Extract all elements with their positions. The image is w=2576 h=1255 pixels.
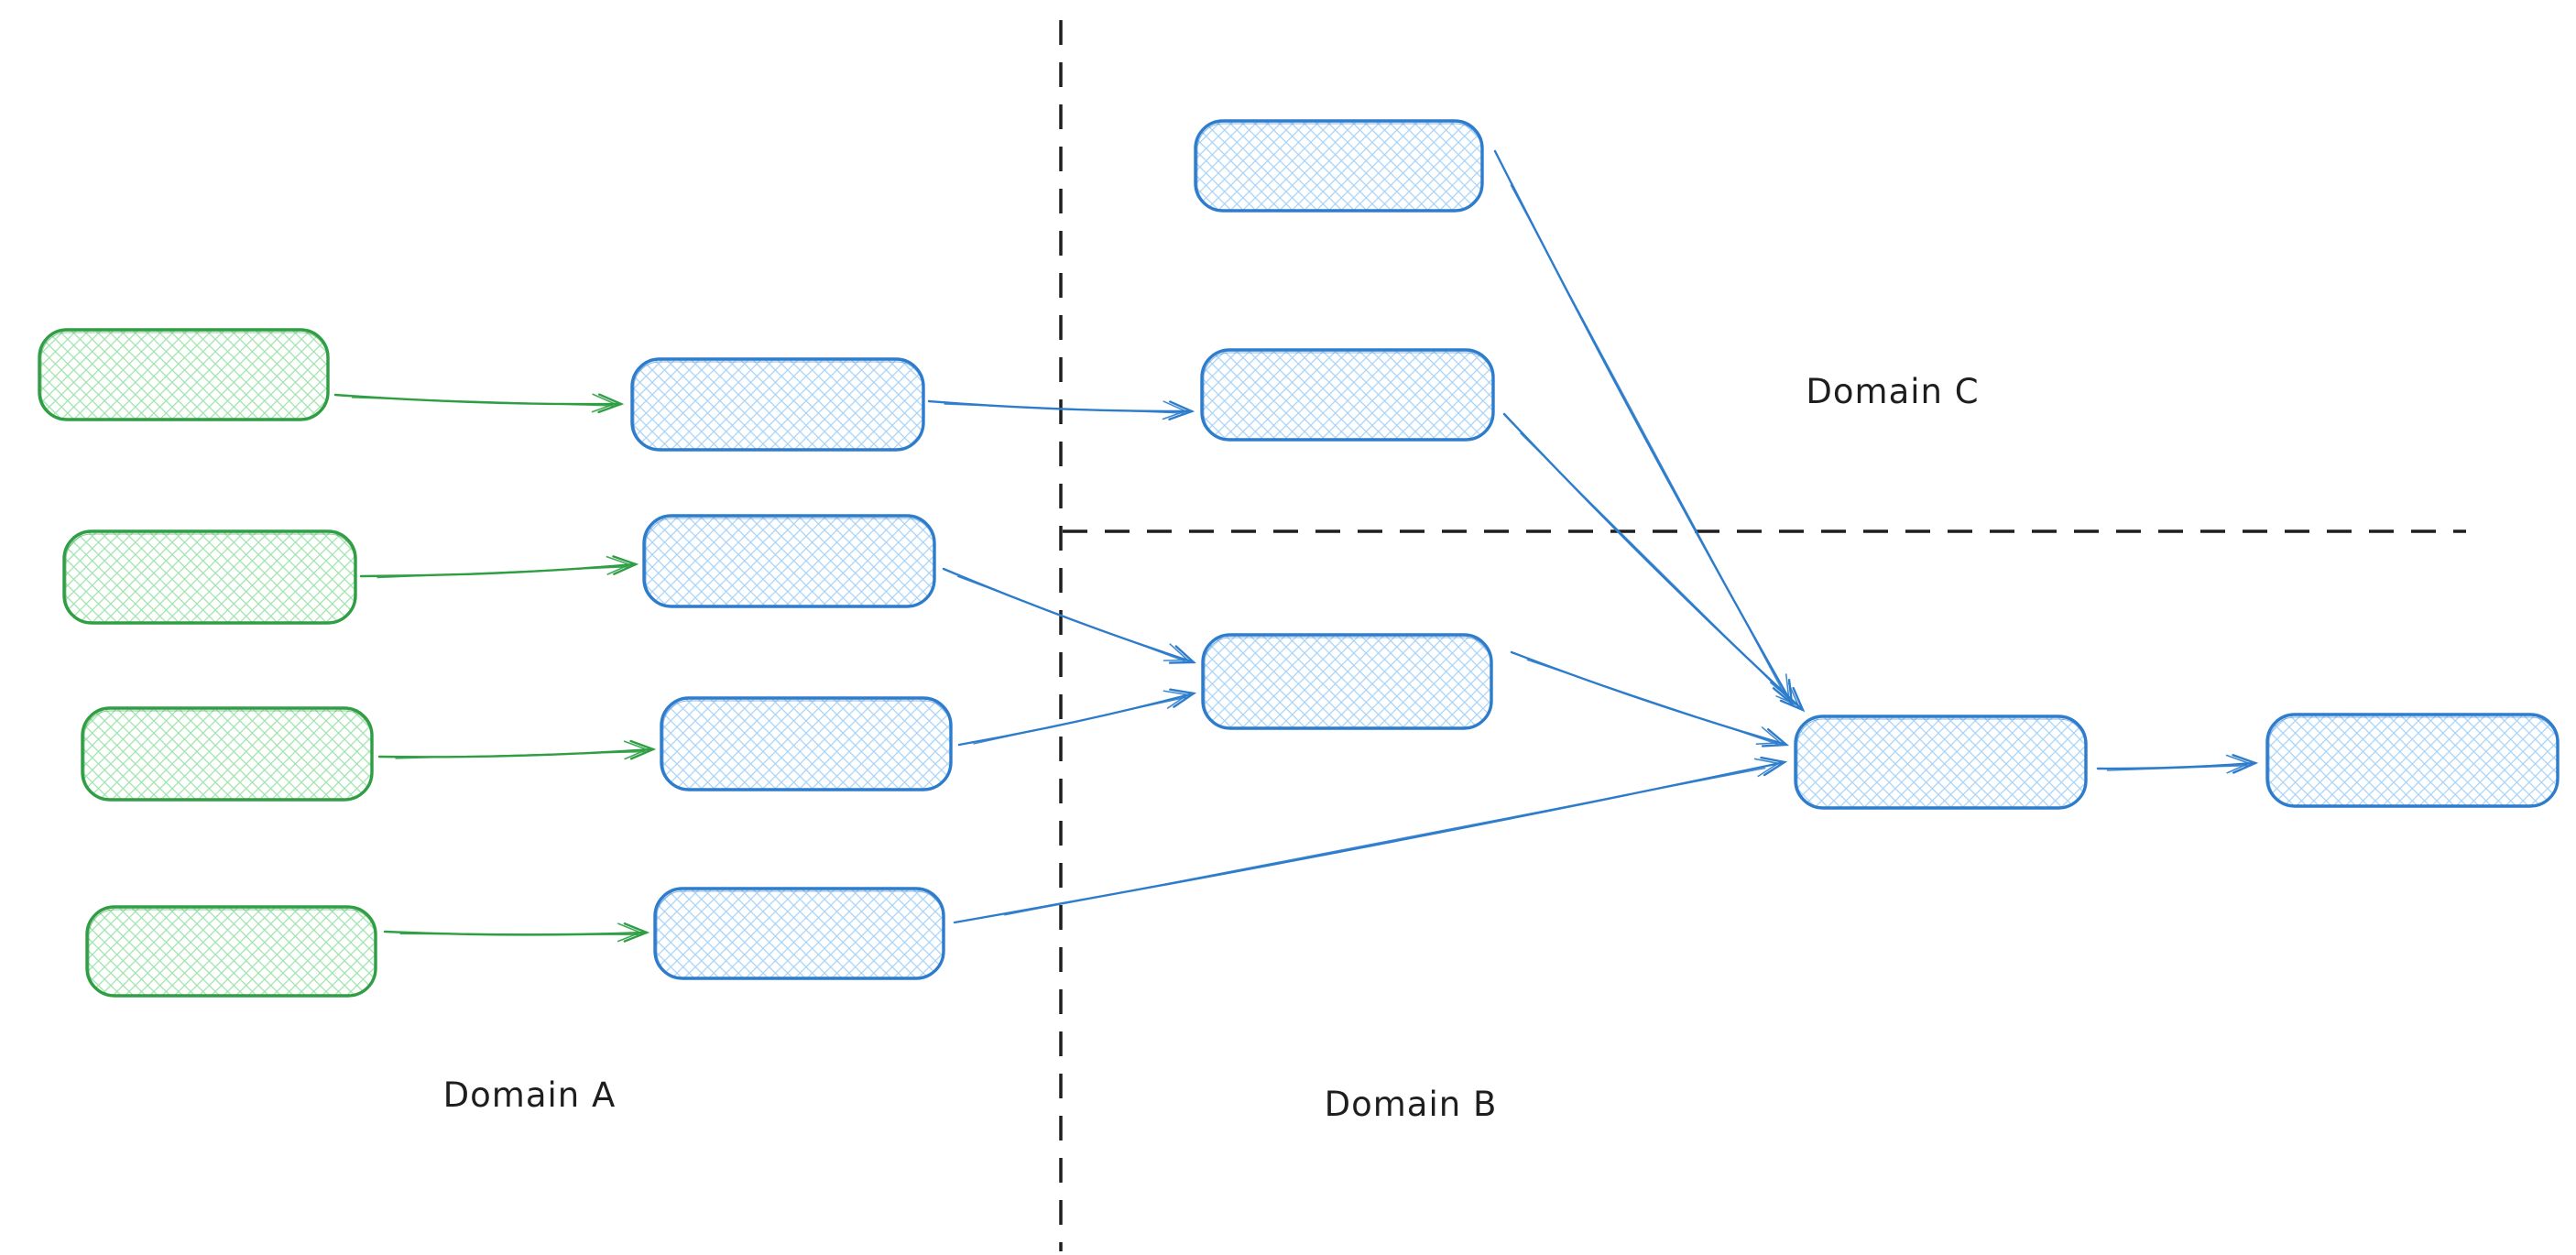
- edge-g3-a3[interactable]: [377, 739, 657, 760]
- node-blue-b-top[interactable]: [1194, 119, 1484, 213]
- node-blue-b-mid[interactable]: [1200, 348, 1495, 442]
- edge-a1-bmid[interactable]: [927, 399, 1195, 420]
- node-green-3[interactable]: [81, 706, 374, 802]
- node-blue-sink[interactable]: [2265, 713, 2560, 808]
- edge-g2-a2[interactable]: [359, 555, 639, 579]
- node-blue-a3[interactable]: [660, 696, 953, 791]
- edge-btop-hub[interactable]: [1493, 149, 1794, 706]
- domain-c-label[interactable]: Domain C: [1806, 372, 1979, 411]
- node-blue-a4[interactable]: [653, 887, 945, 980]
- domain-a-label[interactable]: Domain A: [443, 1075, 617, 1115]
- node-blue-a2[interactable]: [642, 514, 936, 608]
- node-green-4[interactable]: [85, 905, 377, 998]
- node-blue-hub[interactable]: [1794, 715, 2088, 810]
- edge-a3-blow[interactable]: [957, 688, 1197, 747]
- edge-bmid-hub[interactable]: [1502, 412, 1806, 713]
- edge-hub-sink[interactable]: [2096, 754, 2259, 774]
- node-green-1[interactable]: [38, 328, 330, 421]
- domain-b-label[interactable]: Domain B: [1325, 1085, 1498, 1124]
- node-blue-b-low[interactable]: [1201, 633, 1493, 730]
- edge-g4-a4[interactable]: [383, 922, 650, 943]
- node-blue-a1[interactable]: [630, 357, 925, 452]
- node-green-2[interactable]: [62, 529, 357, 625]
- edge-g1-a1[interactable]: [333, 393, 625, 414]
- edge-a2-blow[interactable]: [942, 567, 1197, 664]
- edge-blow-hub[interactable]: [1510, 650, 1790, 748]
- edge-a4-hub[interactable]: [953, 756, 1788, 924]
